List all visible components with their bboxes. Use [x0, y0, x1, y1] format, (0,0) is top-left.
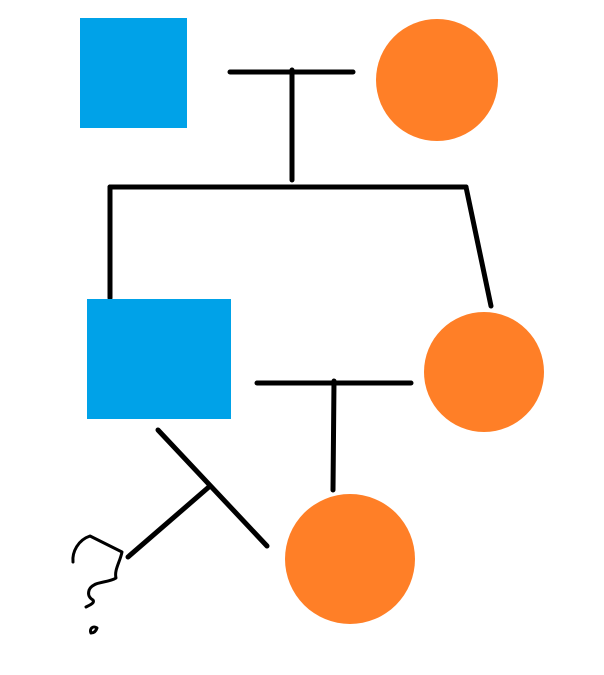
father-square: [87, 299, 231, 419]
descent-line-gen2: [330, 378, 337, 493]
question-mark-icon: [71, 534, 124, 609]
diagonal-line-to-unknown: [125, 483, 213, 560]
grandfather-square: [80, 18, 187, 128]
diagonal-line-to-mother: [155, 427, 270, 549]
daughter-circle: [424, 312, 544, 432]
child-line-daughter: [463, 184, 494, 309]
grandmother-circle: [376, 19, 498, 141]
mother-circle: [285, 494, 415, 624]
question-mark-dot-icon: [89, 625, 99, 635]
